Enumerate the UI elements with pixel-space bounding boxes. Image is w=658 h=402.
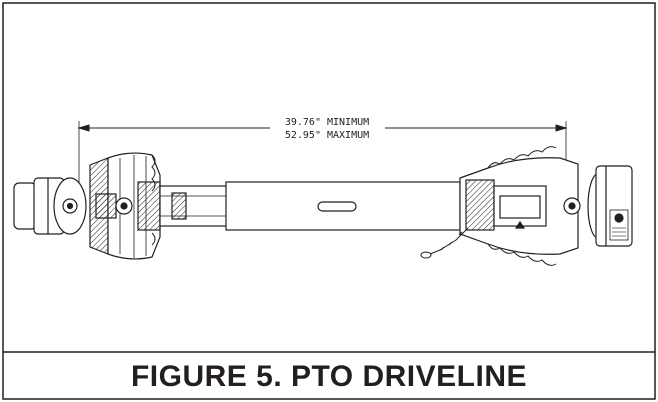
driveline-drawing-icon <box>13 146 633 266</box>
left-guard-cone <box>89 152 161 260</box>
dimension-maximum-label: 52.95" MAXIMUM <box>285 130 369 141</box>
outer-tube <box>225 181 461 231</box>
right-guard-cone <box>459 146 579 266</box>
inner-shaft <box>159 185 229 227</box>
dimension-minimum-label: 39.76" MINIMUM <box>285 117 369 128</box>
left-cross-joint <box>95 181 161 231</box>
figure-caption: FIGURE 5. PTO DRIVELINE <box>130 360 527 393</box>
warning-label-icon <box>609 209 629 241</box>
left-yoke <box>13 177 87 235</box>
safety-chain <box>420 227 469 259</box>
